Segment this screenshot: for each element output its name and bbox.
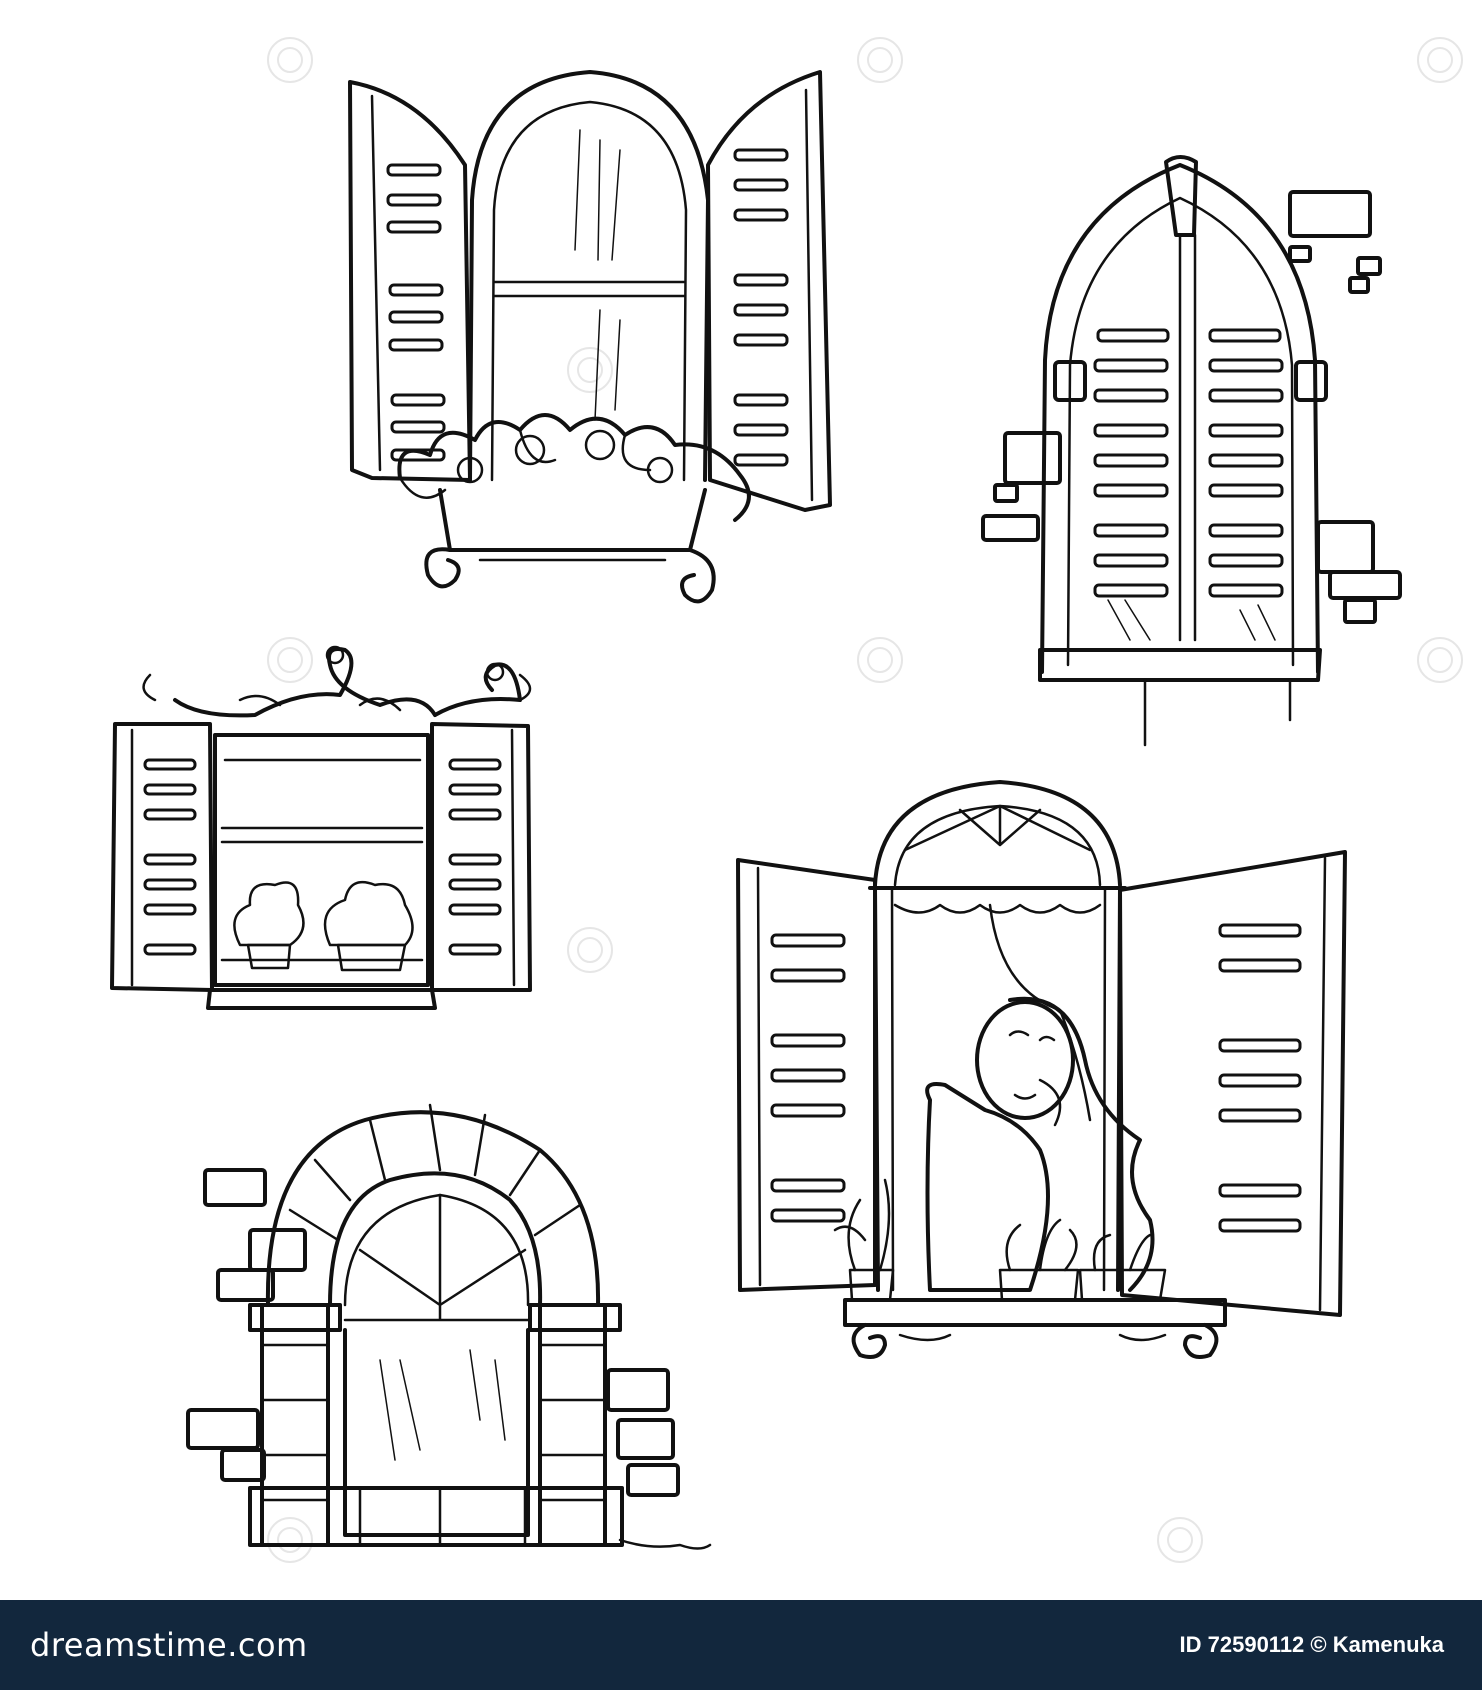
shutter-louvers [1095,330,1282,596]
window-sill-plants [835,1180,1165,1300]
right-shutter-slats [450,760,500,954]
flower-box [399,415,749,601]
wall-bricks [188,1170,678,1495]
arched-window-with-flower-box [350,72,830,601]
stone-arch-window [188,1105,710,1549]
stock-id-credit: ID 72590112 © Kamenuka [1179,1632,1444,1657]
watermark-pattern [268,38,1462,1562]
girl-figure [927,999,1152,1290]
window-with-girl [738,782,1345,1357]
ornate-rectangular-window [112,647,530,1008]
dreamstime-logo[interactable]: dreamstime.com [30,1626,308,1664]
stock-footer-bar: dreamstime.com ID 72590112 © Kamenuka [0,1600,1482,1690]
window-sketches-illustration [0,0,1482,1600]
wall-bricks [983,192,1400,622]
left-shutter-slats [772,935,844,1221]
left-shutter-slats [388,165,444,460]
left-shutter-slats [145,760,195,954]
potted-plants [234,882,412,970]
right-shutter-slats [1220,925,1300,1231]
pointed-arch-shuttered-window [983,157,1400,745]
ornate-header-scrolls [144,647,530,715]
right-shutter-slats [735,150,787,465]
